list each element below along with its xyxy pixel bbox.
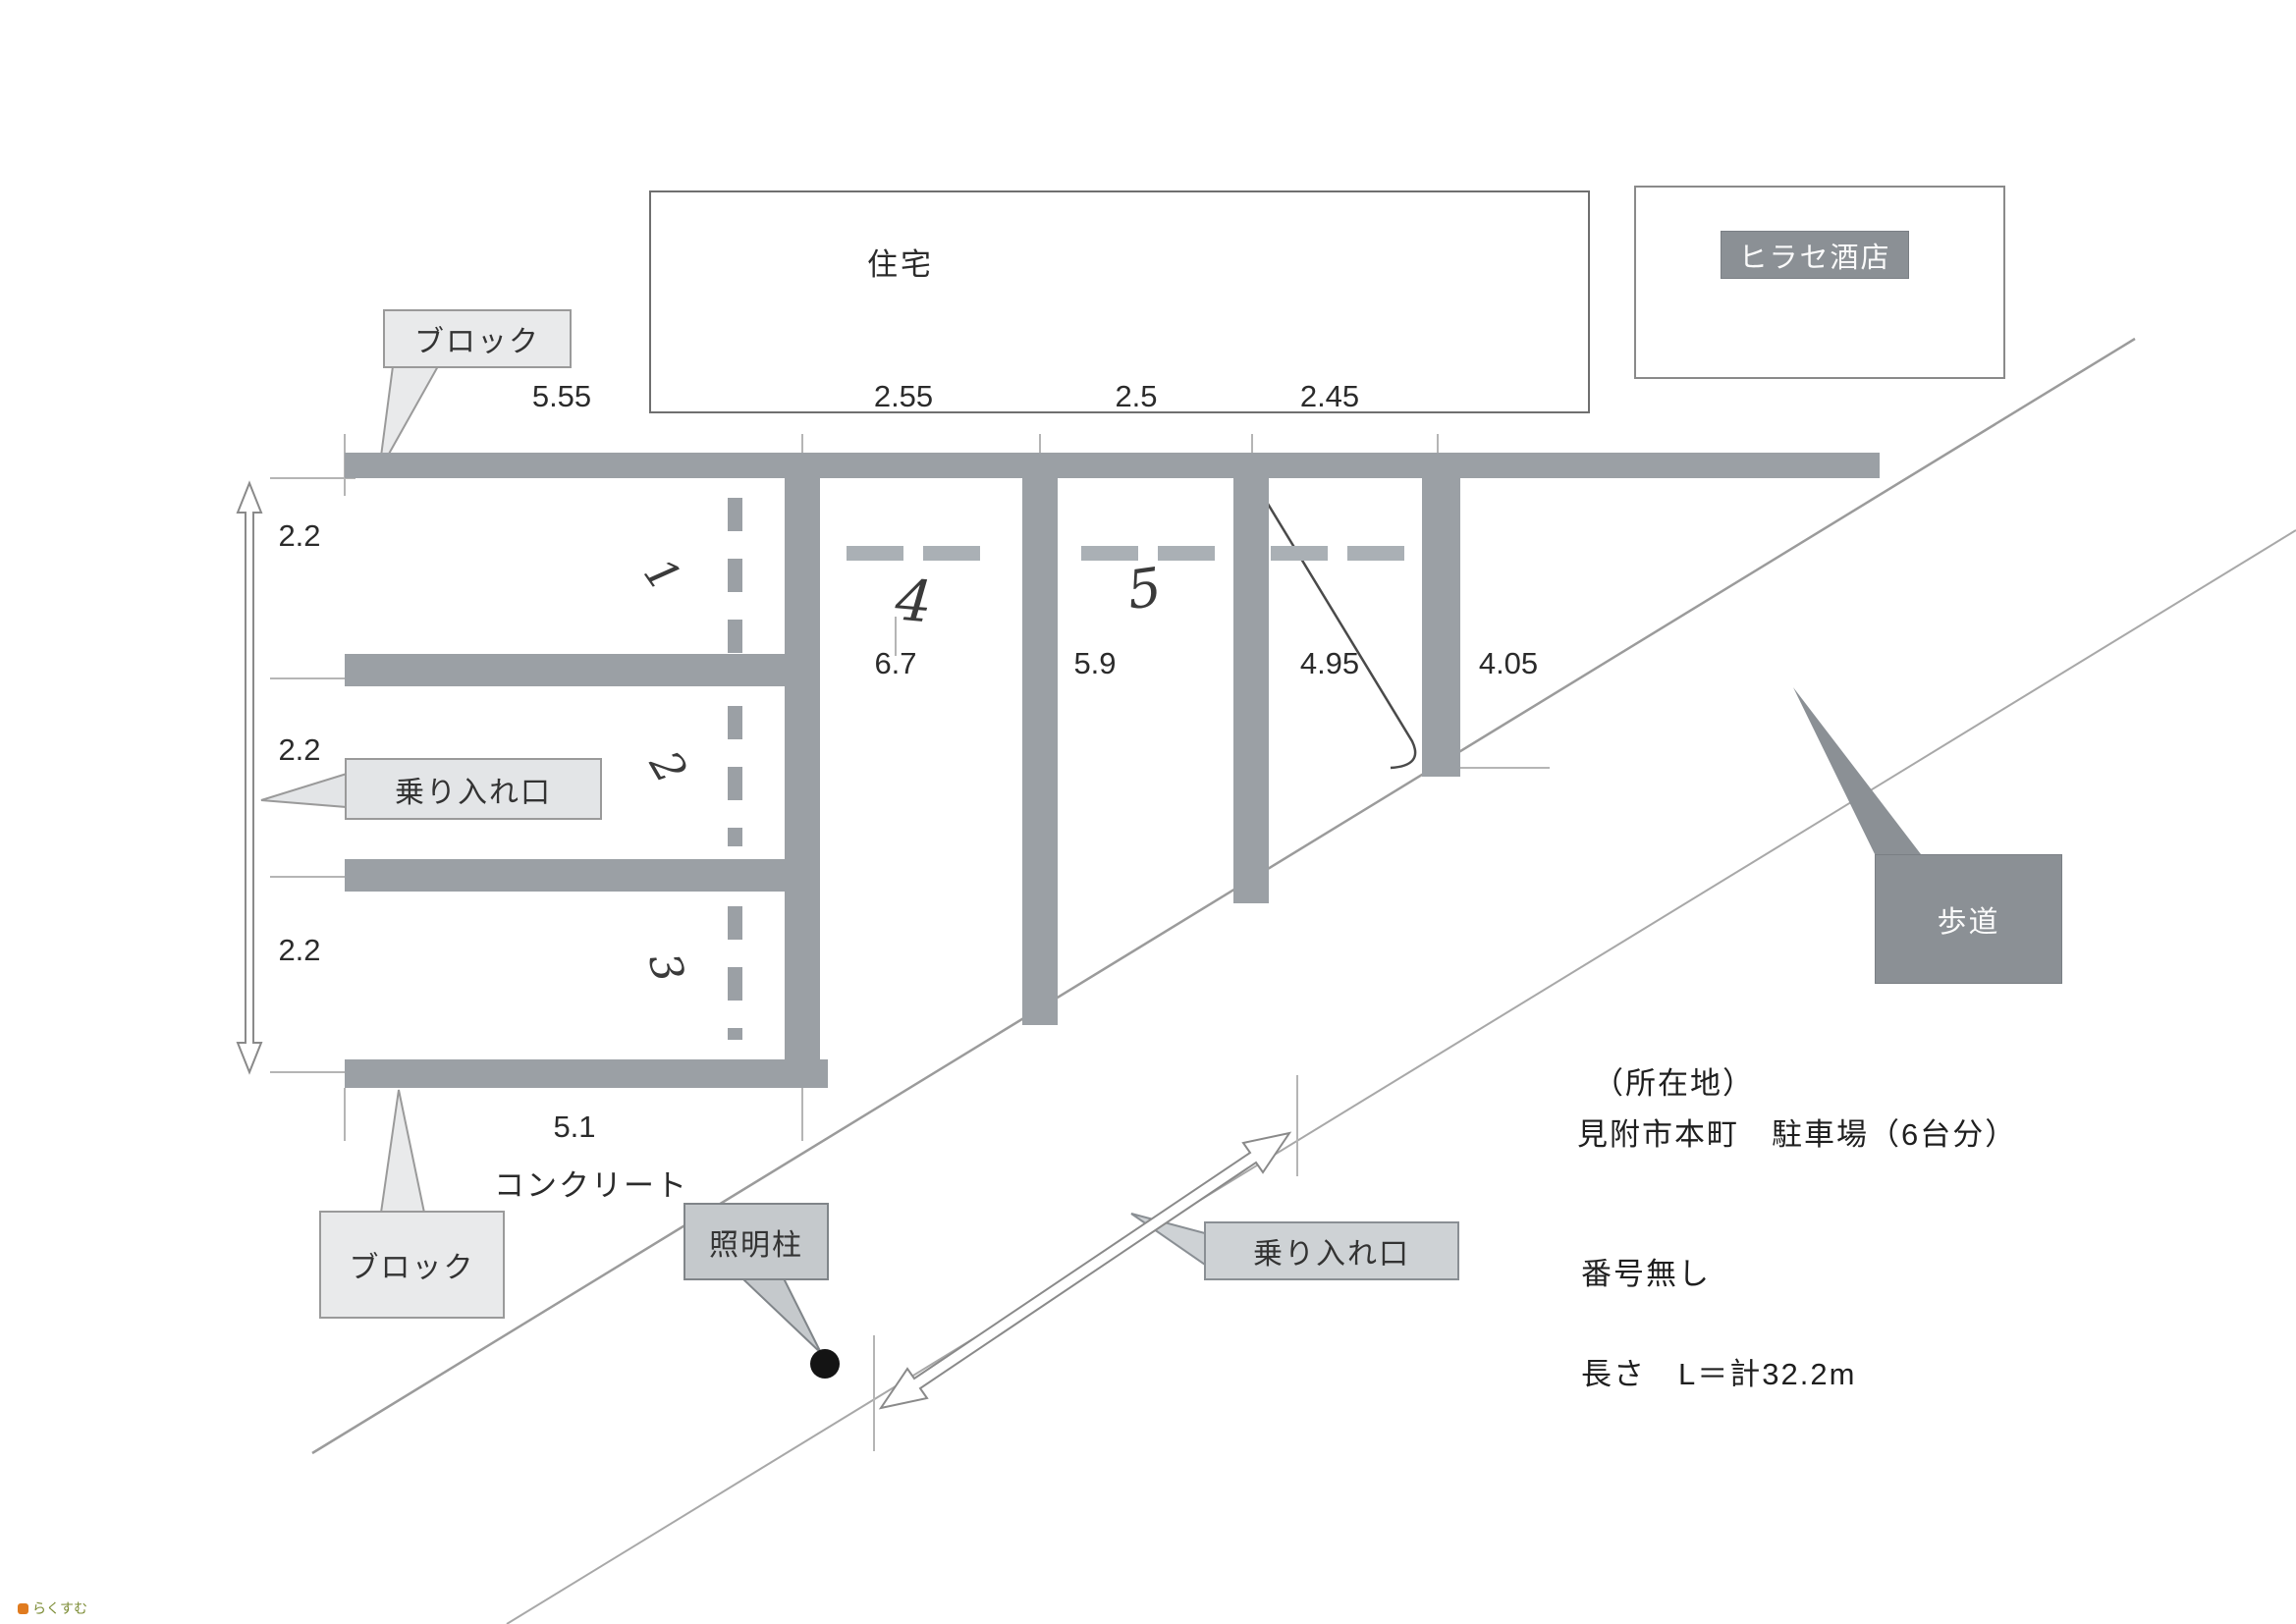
concrete-label: コンクリート xyxy=(494,1168,688,1203)
dashed-line-horizontal-1 xyxy=(847,546,980,561)
dashed-line-vertical-1 xyxy=(728,498,742,654)
parking-divider-bar-1 xyxy=(345,654,820,686)
dim-mid-3: 4.95 xyxy=(1299,646,1360,680)
callout-block-top: ブロック xyxy=(383,309,572,368)
break-line xyxy=(1255,485,1417,770)
concrete-column-3 xyxy=(1233,478,1269,903)
light-pole-dot xyxy=(810,1349,840,1379)
info-location: 見附市本町 駐車場（6台分） xyxy=(1577,1117,2018,1152)
dim-top-2: 2.55 xyxy=(873,379,934,413)
dim-mid-1: 6.7 xyxy=(874,646,917,680)
block-wall-top-bar xyxy=(345,453,1880,478)
entrance-left-label: 乗り入れ口 xyxy=(395,776,552,809)
callout-pointer-light-pole xyxy=(739,1277,822,1354)
logo-text: らくすむ xyxy=(32,1600,87,1616)
dim-mid-2: 5.9 xyxy=(1073,646,1117,680)
dim-top-1: 5.55 xyxy=(531,379,592,413)
road-line-inner xyxy=(506,529,2296,1624)
concrete-column-4 xyxy=(1422,478,1460,777)
dim-left-2: 2.2 xyxy=(278,732,321,767)
dim-left-1: 2.2 xyxy=(278,518,321,553)
callout-pointer-block-bottom xyxy=(379,1089,426,1214)
parking-divider-bar-2 xyxy=(345,859,820,892)
dim-top-4: 2.45 xyxy=(1299,379,1360,413)
callout-light-pole: 照明柱 xyxy=(683,1203,829,1280)
road-line-outer xyxy=(311,337,2136,1455)
dashed-line-vertical-2 xyxy=(728,706,742,846)
callout-entrance-bottom: 乗り入れ口 xyxy=(1204,1221,1459,1280)
info-length-note: 長さ L＝計32.2m xyxy=(1581,1357,1857,1391)
dim-left-3: 2.2 xyxy=(278,933,321,967)
dim-mid-4: 4.05 xyxy=(1478,646,1539,680)
logo-icon xyxy=(18,1602,28,1614)
callout-entrance-left: 乗り入れ口 xyxy=(345,758,602,820)
parking-divider-bar-3 xyxy=(345,1059,828,1088)
dim-top-3: 2.5 xyxy=(1115,379,1158,413)
dashed-line-vertical-3 xyxy=(728,906,742,1040)
concrete-column-1 xyxy=(785,478,820,1084)
footer-logo: らくすむ xyxy=(18,1598,87,1618)
residence-label: 住宅 xyxy=(867,247,934,282)
sidewalk-label: 歩道 xyxy=(1937,906,2000,939)
left-extent-arrow xyxy=(236,480,263,1075)
callout-block-bottom: ブロック xyxy=(319,1211,505,1319)
dashed-line-horizontal-2 xyxy=(1081,546,1215,561)
block-bottom-label: ブロック xyxy=(349,1252,475,1284)
residence-box: 住宅 xyxy=(649,190,1590,413)
dim-bottom: 5.1 xyxy=(553,1110,596,1144)
concrete-column-2 xyxy=(1022,478,1058,1025)
entrance-bottom-label: 乗り入れ口 xyxy=(1253,1238,1410,1271)
space-number-4: 4 xyxy=(893,566,935,636)
hirase-store-label: ヒラセ酒店 xyxy=(1738,242,1891,274)
callout-pointer-entrance-left xyxy=(260,772,348,809)
info-number-note: 番号無し xyxy=(1581,1257,1711,1291)
hirase-store-label-box: ヒラセ酒店 xyxy=(1721,231,1909,279)
dashed-line-horizontal-3 xyxy=(1271,546,1404,561)
callout-pointer-sidewalk xyxy=(1793,687,1921,858)
info-location-heading: （所在地） xyxy=(1593,1066,1755,1101)
hirase-store-box xyxy=(1634,186,2005,379)
light-pole-label: 照明柱 xyxy=(709,1228,803,1262)
block-top-label: ブロック xyxy=(414,326,540,358)
entrance-span-arrow xyxy=(878,1131,1292,1410)
sidewalk-label-box: 歩道 xyxy=(1875,854,2062,984)
